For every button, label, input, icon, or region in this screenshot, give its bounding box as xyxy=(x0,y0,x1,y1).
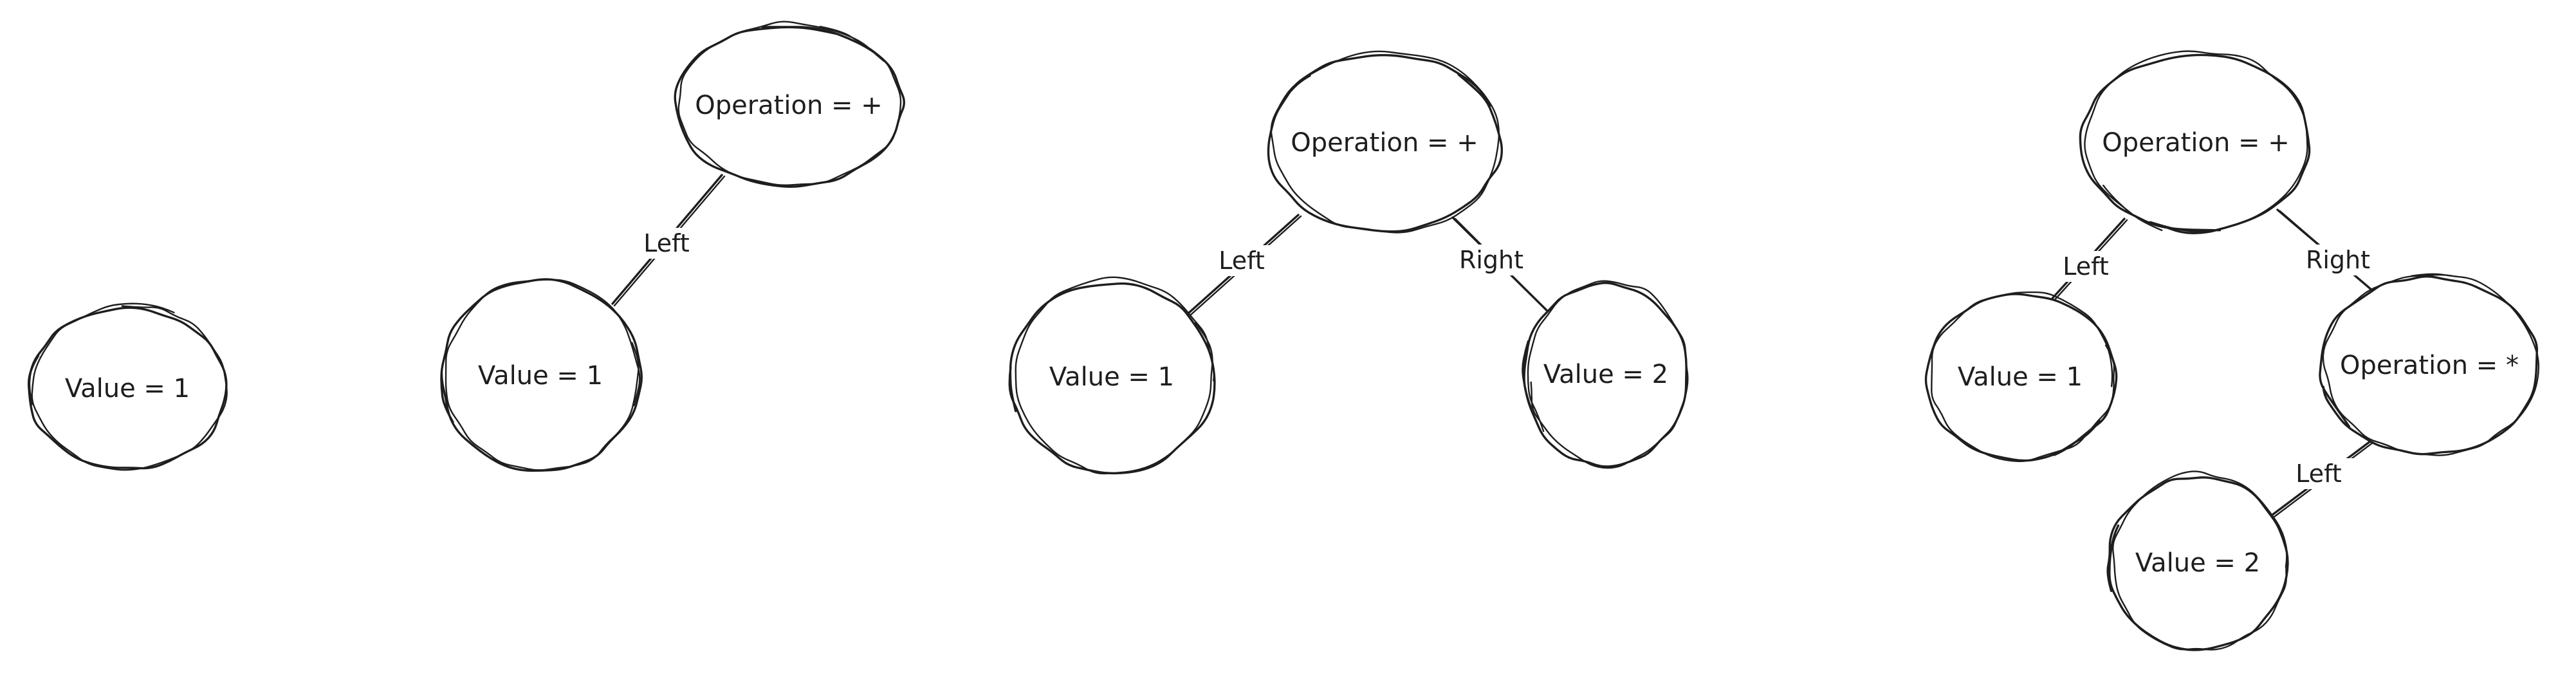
node-outline xyxy=(2079,53,2311,235)
node-label: Operation = + xyxy=(695,91,883,120)
node-d1-n1: Value = 1 xyxy=(27,302,228,471)
edge-label-bg xyxy=(2283,458,2354,489)
edge-label-bg xyxy=(2050,251,2121,282)
node-outline-sketch xyxy=(445,279,641,471)
node-outline xyxy=(1522,281,1688,468)
node-fill xyxy=(28,308,227,469)
node-d3-v2: Value = 2 xyxy=(1522,280,1689,469)
node-fill xyxy=(1523,283,1688,466)
node-outline-sketch xyxy=(2112,470,2288,651)
node-fill xyxy=(1267,54,1502,232)
node-label: Operation = + xyxy=(2102,128,2290,158)
node-outline-sketch xyxy=(677,21,902,186)
node-d3-op: Operation = + xyxy=(1267,50,1504,234)
edge-label: Right xyxy=(2306,246,2370,274)
node-outline xyxy=(2106,476,2289,651)
edge-label: Right xyxy=(1459,246,1523,274)
node-fill xyxy=(1925,295,2115,459)
edge-label: Left xyxy=(2063,252,2109,281)
node-fill xyxy=(441,281,640,471)
node-fill xyxy=(2108,476,2288,650)
node-fill xyxy=(674,25,903,186)
edge-label: Left xyxy=(2295,459,2342,488)
edge-d3-op-to-d3-v2: Right xyxy=(1448,216,1554,317)
node-outline-sketch xyxy=(1015,276,1215,475)
node-fill xyxy=(1009,282,1215,472)
node-outline-sketch xyxy=(1527,280,1689,469)
node-outline-sketch xyxy=(1931,291,2115,463)
edge-label-bg xyxy=(1206,245,1277,276)
edge-label-bg xyxy=(631,228,702,259)
node-d4-op2: Operation = * xyxy=(2319,273,2540,456)
node-outline xyxy=(440,278,643,472)
edge-d2-op-to-d2-v1: Left xyxy=(611,174,726,307)
node-label: Operation = + xyxy=(1291,128,1478,158)
edge-d3-op-to-d3-v1: Left xyxy=(1188,214,1302,316)
node-label: Value = 1 xyxy=(1958,362,2083,392)
edge-label-bg xyxy=(2295,245,2381,275)
node-d4-v1: Value = 1 xyxy=(1924,291,2118,463)
edge-label: Left xyxy=(1219,246,1265,275)
edge-label: Left xyxy=(643,229,690,257)
node-d4-op: Operation = + xyxy=(2079,50,2311,235)
node-d2-v1: Value = 1 xyxy=(440,278,643,472)
node-outline-sketch xyxy=(31,302,228,471)
nodes-layer: Value = 1 Operation = + Value = 1 Operation… xyxy=(27,21,2540,651)
node-outline xyxy=(1267,54,1504,233)
node-label: Value = 1 xyxy=(478,361,603,391)
edge-label-bg xyxy=(1448,245,1534,275)
edge-d4-op-to-d4-op2: Right xyxy=(2276,209,2384,301)
node-fill xyxy=(2081,54,2310,232)
node-label: Value = 2 xyxy=(1543,360,1668,389)
node-d4-v2: Value = 2 xyxy=(2106,470,2289,651)
edge-d4-op2-to-d4-v2: Left xyxy=(2271,432,2384,518)
edge-d4-op-to-d4-v1: Left xyxy=(2037,218,2128,317)
node-label: Value = 1 xyxy=(65,374,190,403)
node-fill xyxy=(2320,277,2539,454)
node-label: Value = 1 xyxy=(1049,362,1174,392)
node-outline-sketch xyxy=(2322,273,2540,456)
node-label: Value = 2 xyxy=(2135,548,2260,578)
node-outline-sketch xyxy=(2084,50,2308,233)
node-outline-sketch xyxy=(1270,50,1500,234)
node-label: Operation = * xyxy=(2340,351,2519,380)
node-d3-v1: Value = 1 xyxy=(1008,276,1216,475)
node-d2-op: Operation = + xyxy=(674,21,905,188)
